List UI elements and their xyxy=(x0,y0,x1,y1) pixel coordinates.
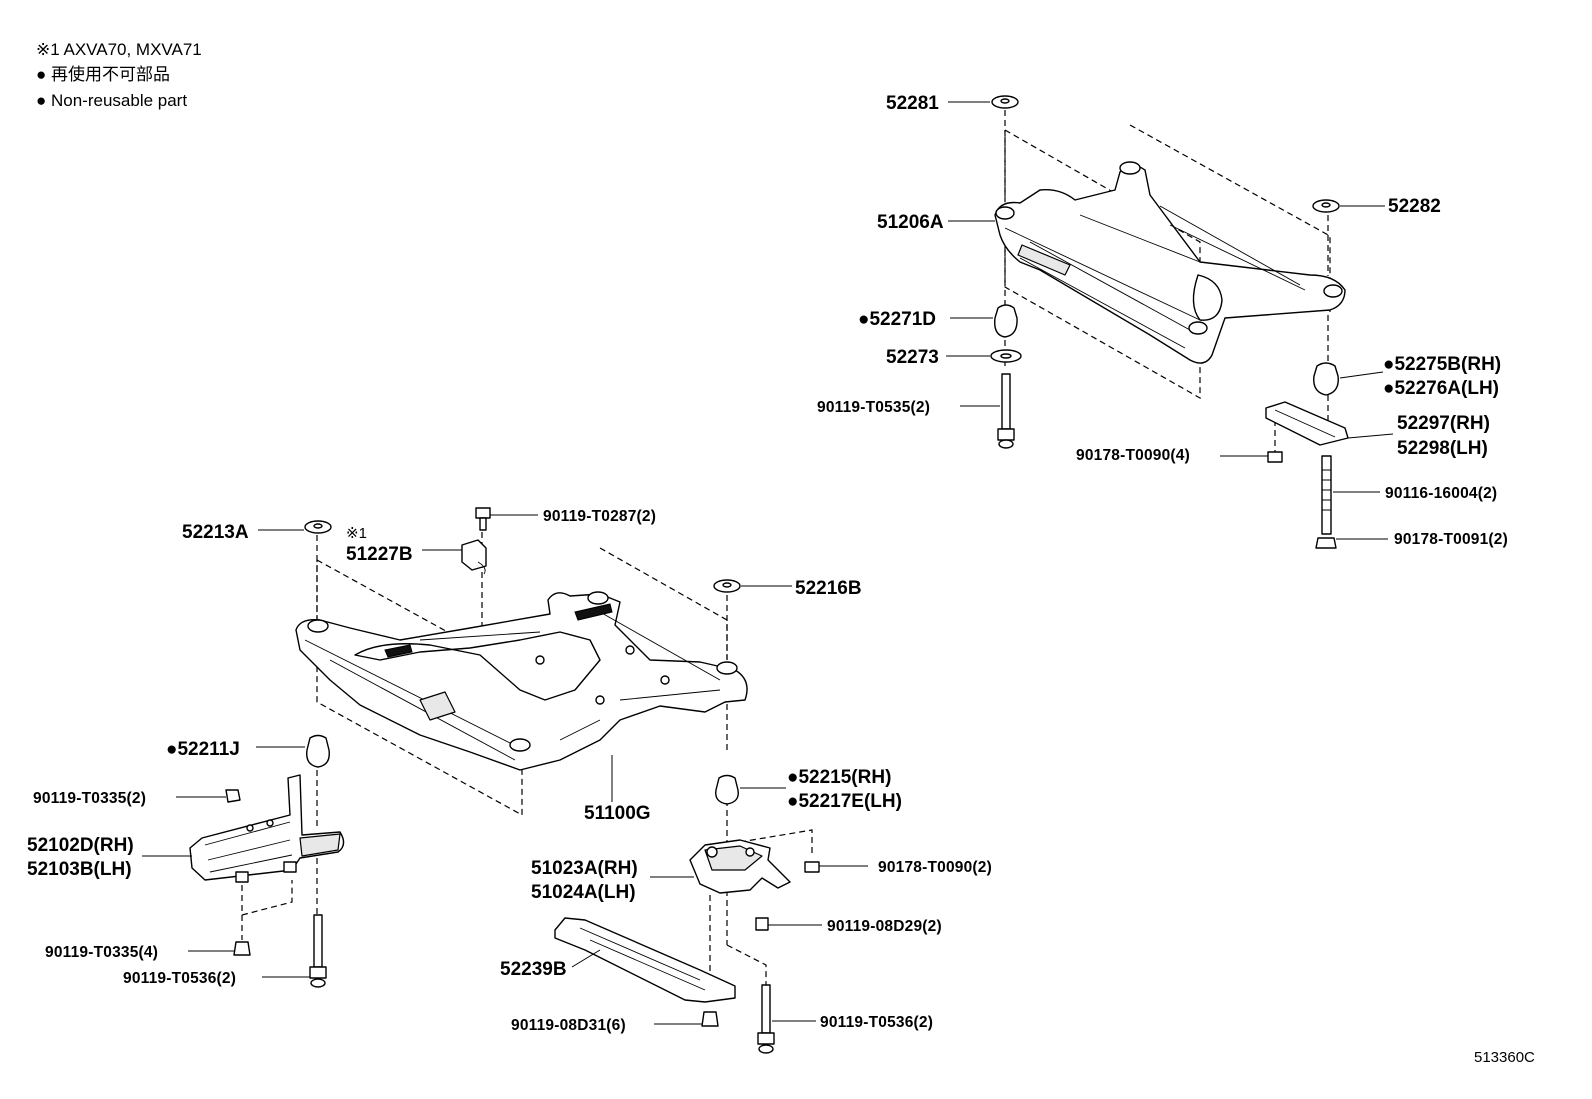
bolt-90119-t0335-4 xyxy=(233,941,251,956)
bolt-90119-t0536-right xyxy=(757,984,775,1054)
bracket-51023a xyxy=(689,839,791,894)
label-51100g: 51100G xyxy=(584,803,651,824)
label-90178-t0090-2: 90178-T0090(2) xyxy=(878,859,992,876)
nut-90178-t0090-4 xyxy=(1267,451,1283,463)
label-52298: 52298(LH) xyxy=(1397,438,1488,459)
label-51206a: 51206A xyxy=(877,212,944,233)
label-52216b: 52216B xyxy=(795,578,862,599)
bracket-52102d xyxy=(189,774,345,883)
bushing-52211j xyxy=(306,734,330,768)
label-52239b: 52239B xyxy=(500,959,567,980)
nut-90178-t0091 xyxy=(1315,537,1337,549)
label-52217e: ●52217E(LH) xyxy=(787,791,902,812)
label-90119-t0335-2: 90119-T0335(2) xyxy=(33,790,146,807)
label-52276a: ●52276A(LH) xyxy=(1383,378,1499,399)
label-52281: 52281 xyxy=(886,93,939,114)
label-51227b: 51227B xyxy=(346,544,413,565)
bolt-90119-t0335-2 xyxy=(225,789,241,803)
label-90178-t0090-4: 90178-T0090(4) xyxy=(1076,447,1190,464)
label-90119-t0535: 90119-T0535(2) xyxy=(817,399,930,416)
bracket-51227b xyxy=(461,539,487,571)
front-member-group: 52213A ※1 51227B 90119-T0287(2) 52216B ●… xyxy=(27,507,992,1054)
label-52103b: 52103B(LH) xyxy=(27,859,132,880)
nut-90178-t0090-2 xyxy=(804,861,820,873)
brace-52239b xyxy=(554,917,736,1003)
label-90119-08d31: 90119-08D31(6) xyxy=(511,1017,626,1034)
bushing-52271d xyxy=(994,304,1018,338)
bushing-52215 xyxy=(715,774,739,805)
label-52271d: ●52271D xyxy=(858,309,936,330)
label-51023a: 51023A(RH) xyxy=(531,858,638,879)
diagram-reference-code: 513360C xyxy=(1474,1049,1535,1066)
label-90119-08d29: 90119-08D29(2) xyxy=(827,918,942,935)
label-90119-t0287: 90119-T0287(2) xyxy=(543,508,656,525)
label-90116-16004: 90116-16004(2) xyxy=(1385,485,1497,502)
label-90119-t0335-4: 90119-T0335(4) xyxy=(45,944,158,961)
label-90119-t0536-right: 90119-T0536(2) xyxy=(820,1014,933,1031)
legend: ※1 AXVA70, MXVA71 ● 再使用不可部品 ● Non-reusab… xyxy=(36,40,202,110)
bolt-90119-t0536-left xyxy=(309,914,327,988)
rear-dash-box-left xyxy=(1004,129,1201,400)
bolt-90119-08d29 xyxy=(755,917,769,931)
rear-crossmember-group: 52281 51206A ●52271D 52273 90119-T0535(2… xyxy=(817,93,1508,549)
label-51227b-note: ※1 xyxy=(346,525,367,542)
label-52102d: 52102D(RH) xyxy=(27,835,134,856)
label-90119-t0536-left: 90119-T0536(2) xyxy=(123,970,236,987)
label-52211j: ●52211J xyxy=(166,739,240,760)
bracket-52297 xyxy=(1265,401,1349,446)
label-90178-t0091: 90178-T0091(2) xyxy=(1394,531,1508,548)
label-52275b: ●52275B(RH) xyxy=(1383,354,1501,375)
note-models: ※1 AXVA70, MXVA71 xyxy=(36,40,202,59)
label-52282: 52282 xyxy=(1388,196,1441,217)
bolt-90119-08d31 xyxy=(701,1011,719,1027)
label-52213a: 52213A xyxy=(182,522,249,543)
label-52215: ●52215(RH) xyxy=(787,767,891,788)
stud-90116-16004 xyxy=(1321,455,1332,535)
bushing-52275b xyxy=(1313,362,1339,396)
label-52297: 52297(RH) xyxy=(1397,413,1490,434)
note-non-reusable-jp: ● 再使用不可部品 xyxy=(36,64,170,84)
label-52273: 52273 xyxy=(886,347,939,368)
note-non-reusable-en: ● Non-reusable part xyxy=(36,91,187,110)
bolt-90119-t0535 xyxy=(997,373,1015,449)
crossmember-51206a xyxy=(994,161,1346,364)
bolt-90119-t0287 xyxy=(475,507,491,531)
member-51100g xyxy=(295,591,748,771)
label-51024a: 51024A(LH) xyxy=(531,882,636,903)
